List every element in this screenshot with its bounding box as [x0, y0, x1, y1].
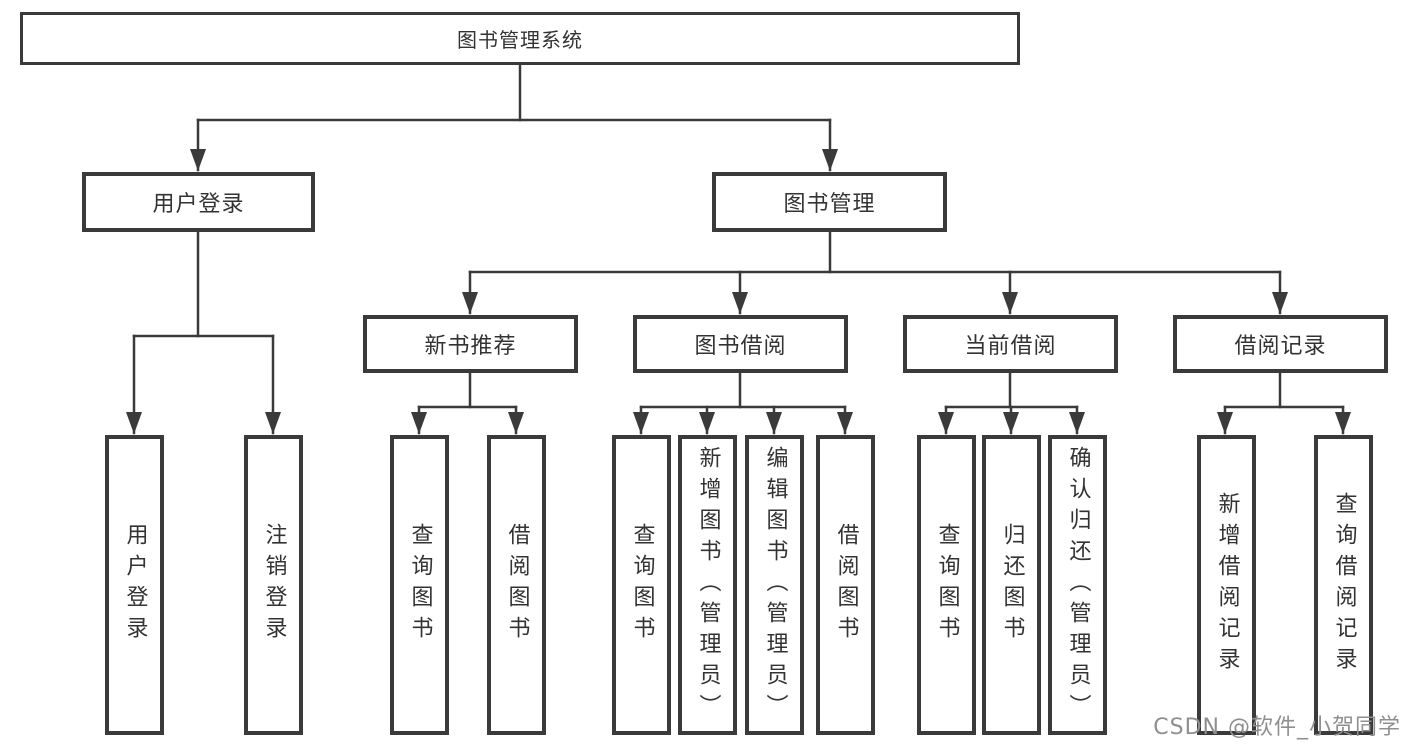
- node-book-management: 图书管理: [712, 172, 947, 232]
- node-leaf-add-books-admin: 新增图书（管理员）: [678, 435, 737, 735]
- node-label: 归还图书: [999, 523, 1025, 647]
- node-book-borrowing: 图书借阅: [633, 315, 848, 373]
- csdn-watermark: CSDN @软件_小贺同学: [1153, 715, 1401, 740]
- node-label: 借阅图书: [504, 523, 530, 647]
- node-label: 确认归还（管理员）: [1065, 445, 1091, 725]
- node-root-system: 图书管理系统: [20, 12, 1020, 65]
- node-label: 用户登录: [152, 192, 245, 217]
- node-leaf-query-books-1: 查询图书: [390, 435, 449, 735]
- node-label: 当前借阅: [964, 334, 1057, 359]
- node-label: 借阅图书: [833, 523, 859, 647]
- node-label: 新增图书（管理员）: [695, 445, 721, 725]
- node-leaf-add-borrow-record: 新增借阅记录: [1197, 435, 1256, 735]
- node-leaf-query-borrow-record: 查询借阅记录: [1314, 435, 1373, 735]
- node-label: 编辑图书（管理员）: [762, 445, 788, 725]
- node-user-login: 用户登录: [82, 172, 315, 232]
- node-leaf-query-books-2: 查询图书: [612, 435, 671, 735]
- node-label: 查询借阅记录: [1331, 492, 1357, 678]
- node-leaf-user-login: 用户登录: [105, 435, 164, 735]
- node-borrowing-records: 借阅记录: [1173, 315, 1388, 373]
- node-label: 新书推荐: [424, 334, 517, 359]
- node-label: 查询图书: [629, 523, 655, 647]
- node-label: 查询图书: [934, 523, 960, 647]
- node-leaf-confirm-return-admin: 确认归还（管理员）: [1048, 435, 1107, 735]
- node-current-borrowing: 当前借阅: [903, 315, 1118, 373]
- node-label: 图书借阅: [694, 334, 787, 359]
- node-label: 用户登录: [122, 523, 148, 647]
- node-leaf-edit-books-admin: 编辑图书（管理员）: [745, 435, 804, 735]
- node-leaf-return-books: 归还图书: [982, 435, 1041, 735]
- node-leaf-borrow-books-1: 借阅图书: [487, 435, 546, 735]
- node-label: 图书管理: [783, 192, 876, 217]
- node-label: 借阅记录: [1234, 334, 1327, 359]
- node-label: 注销登录: [261, 523, 287, 647]
- node-leaf-borrow-books-2: 借阅图书: [816, 435, 875, 735]
- node-leaf-logout: 注销登录: [244, 435, 303, 735]
- node-leaf-query-books-3: 查询图书: [917, 435, 976, 735]
- node-label: 查询图书: [407, 523, 433, 647]
- node-label: 新增借阅记录: [1214, 492, 1240, 678]
- node-label: 图书管理系统: [457, 28, 583, 52]
- node-new-book-recommend: 新书推荐: [363, 315, 578, 373]
